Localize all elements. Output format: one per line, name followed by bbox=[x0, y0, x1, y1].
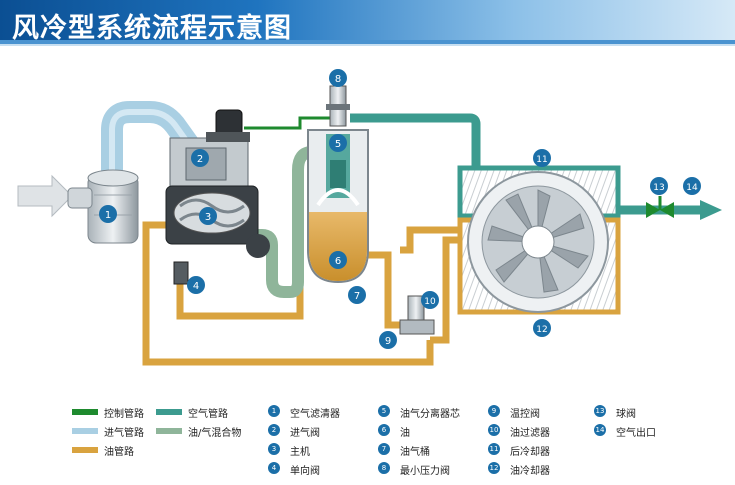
legend-num-10: 10 bbox=[488, 424, 500, 436]
marker-5: 5 bbox=[329, 134, 347, 152]
banner-background bbox=[0, 0, 735, 46]
legend-comp-10: 油过滤器 bbox=[510, 428, 550, 439]
legend-comp-14: 空气出口 bbox=[616, 428, 656, 439]
control-line bbox=[244, 116, 332, 130]
oil-line-cooler-out bbox=[430, 236, 462, 344]
legend-num-2: 2 bbox=[268, 424, 280, 436]
legend-label-oil: 油管路 bbox=[104, 447, 134, 458]
svg-text:6: 6 bbox=[335, 256, 341, 267]
thermostatic-valve bbox=[399, 319, 435, 335]
min-pressure-valve bbox=[326, 85, 350, 127]
legend-num-5: 5 bbox=[378, 405, 390, 417]
marker-8: 8 bbox=[329, 69, 347, 87]
svg-text:2: 2 bbox=[197, 154, 203, 165]
cooling-fan bbox=[467, 171, 609, 313]
marker-3: 3 bbox=[199, 207, 217, 225]
oil-gas-tank bbox=[307, 129, 369, 284]
legend-num-6: 6 bbox=[378, 424, 390, 436]
legend-swatch-oil-gas bbox=[156, 428, 182, 434]
oil-line-main bbox=[142, 221, 434, 366]
intake-valve bbox=[169, 109, 250, 189]
legend-comp-7: 油气桶 bbox=[400, 447, 430, 458]
legend-swatch-control bbox=[72, 409, 98, 415]
marker-11: 11 bbox=[533, 149, 551, 167]
legend-swatch-intake bbox=[72, 428, 98, 434]
legend-num-1: 1 bbox=[268, 405, 280, 417]
legend-swatch-air bbox=[156, 409, 182, 415]
marker-6: 6 bbox=[329, 251, 347, 269]
title-banner: 风冷型系统流程示意图 bbox=[0, 0, 735, 48]
legend-label-air: 空气管路 bbox=[188, 409, 228, 420]
marker-13: 13 bbox=[650, 177, 668, 195]
svg-text:8: 8 bbox=[335, 74, 341, 85]
legend-comp-5: 油气分离器芯 bbox=[400, 409, 460, 420]
legend-comp-3: 主机 bbox=[290, 447, 310, 458]
legend-label-control: 控制管路 bbox=[104, 409, 144, 420]
marker-7: 7 bbox=[348, 286, 366, 304]
legend-comp-13: 球阀 bbox=[616, 409, 636, 420]
legend-comp-6: 油 bbox=[400, 428, 410, 439]
marker-4: 4 bbox=[187, 276, 205, 294]
legend-num-3: 3 bbox=[268, 443, 280, 455]
legend-num-8: 8 bbox=[378, 462, 390, 474]
legend-comp-12: 油冷却器 bbox=[510, 466, 550, 477]
marker-10: 10 bbox=[421, 291, 439, 309]
legend-comp-2: 进气阀 bbox=[290, 428, 320, 439]
legend-label-intake: 进气管路 bbox=[104, 428, 144, 439]
legend-comp-8: 最小压力阀 bbox=[400, 466, 450, 477]
svg-text:1: 1 bbox=[105, 210, 111, 221]
oil-line-thermostat-up bbox=[400, 226, 466, 254]
check-valve bbox=[173, 261, 189, 285]
svg-text:11: 11 bbox=[536, 155, 547, 165]
svg-text:7: 7 bbox=[354, 291, 360, 302]
marker-14: 14 bbox=[683, 177, 701, 195]
svg-text:5: 5 bbox=[335, 139, 341, 150]
legend-num-13: 13 bbox=[594, 405, 606, 417]
legend-num-7: 7 bbox=[378, 443, 390, 455]
marker-1: 1 bbox=[99, 205, 117, 223]
legend-comp-9: 温控阀 bbox=[510, 409, 540, 420]
marker-12: 12 bbox=[533, 319, 551, 337]
marker-2: 2 bbox=[191, 149, 209, 167]
ball-valve bbox=[646, 196, 674, 218]
air-pipe bbox=[350, 113, 481, 172]
legend-comp-1: 空气滤清器 bbox=[290, 409, 340, 420]
legend-swatch-oil bbox=[72, 447, 98, 453]
legend: 控制管路 空气管路 进气管路 油/气混合物 油管路 1 空气滤清器 2 进气阀 … bbox=[0, 398, 735, 485]
air-outlet-arrowhead bbox=[700, 200, 722, 220]
svg-text:4: 4 bbox=[193, 281, 199, 292]
svg-text:14: 14 bbox=[686, 183, 698, 193]
page-title: 风冷型系统流程示意图 bbox=[12, 13, 292, 44]
svg-text:12: 12 bbox=[536, 325, 547, 335]
legend-num-12: 12 bbox=[488, 462, 500, 474]
flow-diagram-svg: 1 2 3 4 5 6 7 8 9 10 11 12 13 14 bbox=[17, 69, 722, 366]
legend-label-oil-gas: 油/气混合物 bbox=[188, 428, 242, 439]
intake-arrow bbox=[17, 174, 73, 218]
svg-text:13: 13 bbox=[653, 183, 664, 193]
oil-gas-pipe bbox=[248, 146, 320, 298]
system-flow-diagram: 1 2 3 4 5 6 7 8 9 10 11 12 13 14 bbox=[0, 48, 735, 398]
airend bbox=[165, 185, 270, 258]
legend-num-14: 14 bbox=[594, 424, 606, 436]
svg-text:3: 3 bbox=[205, 212, 211, 223]
svg-text:10: 10 bbox=[424, 297, 436, 307]
marker-9: 9 bbox=[379, 331, 397, 349]
legend-comp-11: 后冷却器 bbox=[510, 447, 550, 458]
air-filter bbox=[67, 169, 139, 244]
legend-comp-4: 单向阀 bbox=[290, 466, 320, 477]
legend-num-9: 9 bbox=[488, 405, 500, 417]
legend-num-11: 11 bbox=[488, 443, 500, 455]
svg-text:9: 9 bbox=[385, 336, 391, 347]
legend-num-4: 4 bbox=[268, 462, 280, 474]
